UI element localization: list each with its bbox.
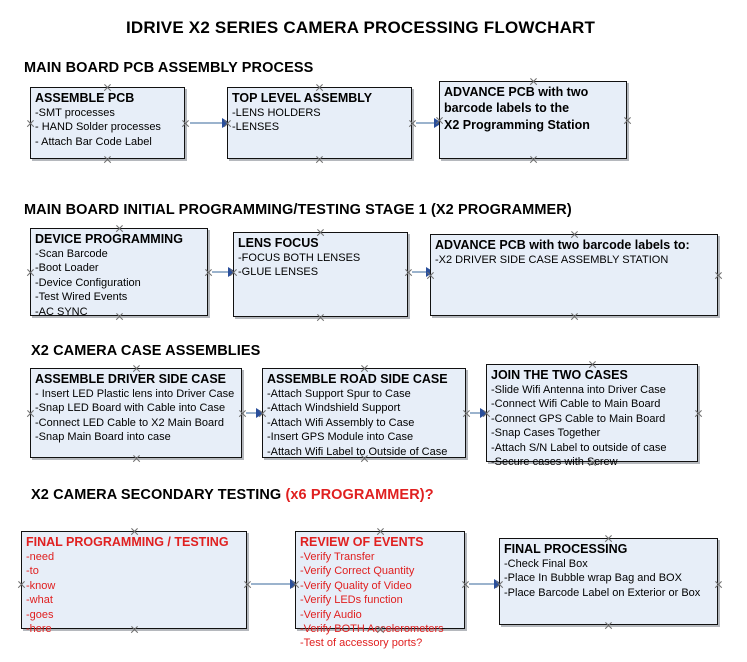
node-line: -Secure cases with Screw [491, 456, 618, 469]
node-line: - Attach Bar Code Label [35, 135, 152, 148]
node-line: -what [26, 594, 53, 607]
node-title: FINAL PROCESSING [504, 542, 628, 556]
node-line: -Snap Cases Together [491, 427, 601, 440]
node-line: -Test Wired Events [35, 291, 128, 304]
node-lens-focus[interactable]: LENS FOCUS -FOCUS BOTH LENSES -GLUE LENS… [233, 232, 408, 317]
section-heading-text: MAIN BOARD PCB ASSEMBLY PROCESS [24, 60, 314, 76]
node-line: -Verify Audio [300, 608, 362, 621]
node-title: ASSEMBLE ROAD SIDE CASE [267, 372, 448, 386]
node-line: -Test of accessory ports? [300, 637, 423, 650]
section-heading-x2-camera-secondary-testing: X2 CAMERA SECONDARY TESTING (x6 PROGRAMM… [31, 487, 434, 503]
node-line: -Attach Windshield Support [267, 402, 401, 415]
node-line: -goes [26, 608, 54, 621]
connector-arrowhead [290, 579, 298, 589]
node-title: TOP LEVEL ASSEMBLY [232, 91, 373, 105]
node-title: ADVANCE PCB with two barcode labels to: [435, 238, 690, 252]
connector-arrowhead [434, 118, 442, 128]
node-line: -Attach Wifi Assembly to Case [267, 416, 415, 429]
node-line: -LENSES [232, 121, 280, 134]
node-final-processing[interactable]: FINAL PROCESSING -Check Final Box -Place… [499, 538, 718, 625]
section-heading-text: X2 CAMERA SECONDARY TESTING [31, 487, 286, 503]
section-heading-main-board-pcb-assembly-process: MAIN BOARD PCB ASSEMBLY PROCESS [24, 60, 313, 76]
connector-line [212, 271, 230, 273]
node-line: -Place Barcode Label on Exterior or Box [504, 586, 701, 599]
node-line: -Connect LED Cable to X2 Main Board [35, 416, 224, 429]
connector-line [190, 122, 224, 124]
node-title: LENS FOCUS [238, 236, 319, 250]
node-title: FINAL PROGRAMMING / TESTING [26, 535, 229, 549]
node-title: JOIN THE TWO CASES [491, 368, 628, 382]
connector-line [469, 583, 497, 585]
connector-line [412, 271, 428, 273]
connector-arrowhead [494, 579, 502, 589]
node-line: -Attach S/N Label to outside of case [491, 441, 667, 454]
connector-line [246, 412, 260, 414]
connector-line [251, 583, 293, 585]
node-line: -Verify BOTH Accelerometers [300, 623, 444, 636]
section-heading-x2-camera-case-assemblies: X2 CAMERA CASE ASSEMBLIES [31, 343, 260, 359]
node-line: -Insert GPS Module into Case [267, 431, 414, 444]
node-line: -Verify Correct Quantity [300, 565, 415, 578]
connector-arrowhead [480, 408, 488, 418]
node-assemble-driver-side-case[interactable]: ASSEMBLE DRIVER SIDE CASE - Insert LED P… [30, 368, 242, 458]
node-join-the-two-cases[interactable]: JOIN THE TWO CASES -Slide Wifi Antenna i… [486, 364, 698, 468]
node-line: - HAND Solder processes [35, 121, 161, 134]
section-heading-accent: (x6 PROGRAMMER)? [285, 487, 434, 503]
node-line: - Insert LED Plastic lens into Driver Ca… [35, 388, 235, 400]
node-line: -Attach Wifi Label to Outside of Case [267, 445, 448, 458]
node-line: -need [26, 551, 55, 563]
node-device-programming[interactable]: DEVICE PROGRAMMING -Scan Barcode -Boot L… [30, 228, 208, 318]
node-title: REVIEW OF EVENTS [300, 535, 424, 549]
node-line: -Verify Transfer [300, 551, 375, 563]
node-line: barcode labels to the [444, 101, 570, 115]
connector-line [416, 122, 436, 124]
node-line: -GLUE LENSES [238, 266, 319, 279]
node-line: -Boot Loader [35, 262, 99, 275]
node-line: -here [26, 623, 52, 636]
node-line: -Device Configuration [35, 276, 141, 289]
connector-arrowhead [256, 408, 264, 418]
node-line: -Attach Support Spur to Case [267, 388, 411, 400]
node-advance-pcb-to-driver-side-case-assembly[interactable]: ADVANCE PCB with two barcode labels to: … [430, 234, 718, 316]
node-title: DEVICE PROGRAMMING [35, 232, 183, 246]
node-title: ASSEMBLE DRIVER SIDE CASE [35, 372, 227, 386]
node-line: -Snap LED Board with Cable into Case [35, 402, 226, 415]
node-line: X2 Programming Station [444, 118, 590, 132]
section-heading-text: MAIN BOARD INITIAL PROGRAMMING/TESTING S… [24, 202, 572, 218]
node-line: -Place In Bubble wrap Bag and BOX [504, 572, 682, 585]
node-line: -Verify LEDs function [300, 594, 403, 607]
connector-arrowhead [222, 118, 230, 128]
node-line: -Verify Quality of Video [300, 579, 412, 592]
node-line: -Scan Barcode [35, 248, 108, 260]
node-line: -AC SYNC [35, 305, 88, 318]
node-line: -Snap Main Board into case [35, 431, 171, 444]
node-assemble-road-side-case[interactable]: ASSEMBLE ROAD SIDE CASE -Attach Support … [262, 368, 466, 458]
node-line: -LENS HOLDERS [232, 107, 321, 119]
node-top-level-assembly[interactable]: TOP LEVEL ASSEMBLY -LENS HOLDERS -LENSES [227, 87, 412, 159]
connector-arrowhead [228, 267, 236, 277]
node-line: -FOCUS BOTH LENSES [238, 252, 361, 264]
node-line: -Connect Wifi Cable to Main Board [491, 398, 661, 411]
node-line: -Check Final Box [504, 558, 588, 570]
node-review-of-events[interactable]: REVIEW OF EVENTS -Verify Transfer -Verif… [295, 531, 465, 649]
node-title: ADVANCE PCB with two [444, 85, 589, 99]
node-line: -SMT processes [35, 107, 115, 119]
connector-line [470, 412, 484, 414]
section-heading-main-board-initial-programming-testing-stage-1: MAIN BOARD INITIAL PROGRAMMING/TESTING S… [24, 202, 572, 218]
node-line: -know [26, 579, 56, 592]
section-heading-text: X2 CAMERA CASE ASSEMBLIES [31, 343, 261, 359]
node-advance-pcb-to-x2-programming-station[interactable]: ADVANCE PCB with two barcode labels to t… [439, 81, 627, 159]
page-title: IDRIVE X2 SERIES CAMERA PROCESSING FLOWC… [126, 18, 596, 37]
node-title: ASSEMBLE PCB [35, 91, 135, 105]
node-line: -X2 DRIVER SIDE CASE ASSEMBLY STATION [435, 254, 669, 266]
node-line: -Connect GPS Cable to Main Board [491, 412, 666, 425]
node-final-programming-testing[interactable]: FINAL PROGRAMMING / TESTING -need -to -k… [21, 531, 247, 635]
node-line: -to [26, 565, 39, 578]
node-assemble-pcb[interactable]: ASSEMBLE PCB -SMT processes - HAND Solde… [30, 87, 185, 159]
node-line: -Slide Wifi Antenna into Driver Case [491, 384, 666, 396]
